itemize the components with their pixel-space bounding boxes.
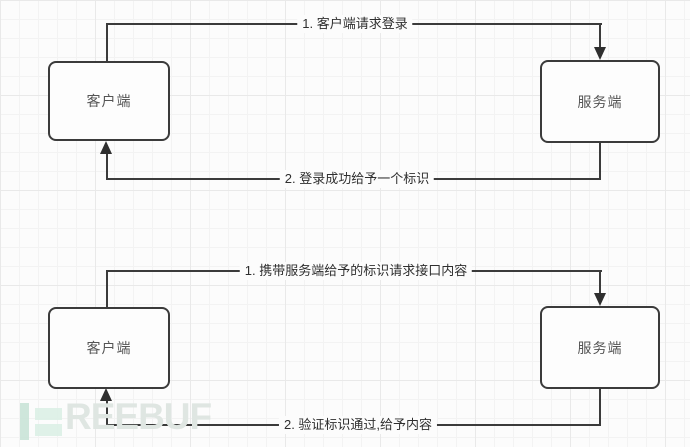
freebuf-watermark: REEBUF [18, 396, 238, 447]
flow-line [599, 389, 601, 426]
client-box: 客户端 [48, 307, 170, 389]
client-box-label: 客户端 [86, 340, 132, 356]
flow-line [106, 401, 108, 426]
arrowhead-up-icon [100, 141, 112, 154]
server-box: 服务端 [540, 60, 660, 143]
server-box-label: 服务端 [577, 93, 623, 110]
flow-line [106, 153, 108, 180]
response-arrow-label: 2. 登录成功给予一个标识 [279, 170, 435, 188]
flow-line [106, 271, 108, 307]
client-box-label: 客户端 [86, 93, 132, 109]
request-arrow-label: 1. 客户端请求登录 [297, 15, 413, 33]
freebuf-logo-icon [35, 408, 62, 420]
arrowhead-up-icon [100, 388, 112, 401]
server-box-label: 服务端 [577, 339, 623, 356]
flow-line [106, 24, 108, 61]
flow-line [599, 271, 601, 294]
flow-line [599, 143, 601, 180]
client-box: 客户端 [48, 61, 170, 141]
freebuf-logo-icon [35, 424, 62, 436]
arrowhead-down-icon [594, 47, 606, 60]
arrowhead-down-icon [594, 293, 606, 306]
server-box: 服务端 [540, 306, 660, 389]
request-arrow-label: 1. 携带服务端给予的标识请求接口内容 [239, 262, 473, 280]
flow-line [599, 24, 601, 48]
response-arrow-label: 2. 验证标识通过,给予内容 [278, 416, 438, 434]
watermark-text: REEBUF [65, 396, 212, 437]
freebuf-logo-icon [20, 403, 29, 440]
